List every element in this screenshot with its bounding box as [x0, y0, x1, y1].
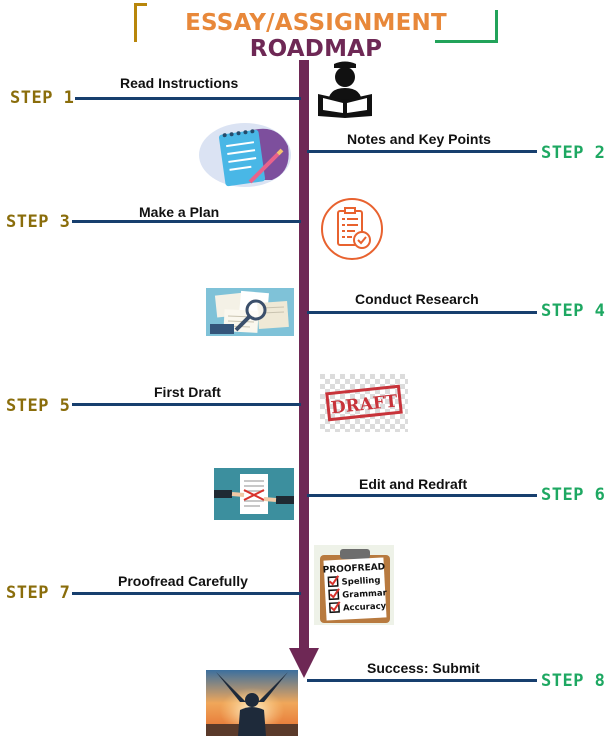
step-7-text: Proofread Carefully — [118, 573, 248, 589]
step-4-label: STEP 4 — [541, 301, 606, 321]
title-part-1: ESSAY/ASSIGNMENT — [185, 10, 447, 36]
proofread-clipboard-icon: PROOFREAD Spelling Grammar Accuracy — [314, 545, 394, 625]
title-part-2: ROADMAP — [249, 36, 383, 62]
step-3-label: STEP 3 — [6, 212, 71, 232]
step-7-connector — [72, 592, 301, 595]
step-1-connector — [75, 97, 301, 100]
step-2-connector — [307, 150, 537, 153]
step-3-connector — [72, 220, 301, 223]
step-6-label: STEP 6 — [541, 485, 606, 505]
draft-stamp-icon: DRAFT — [320, 374, 408, 432]
title-bracket-left — [134, 3, 147, 42]
success-person-icon — [206, 670, 298, 736]
proofread-item-2: Grammar — [342, 588, 388, 600]
step-3-text: Make a Plan — [139, 204, 220, 220]
step-8-label: STEP 8 — [541, 671, 606, 691]
step-1-text: Read Instructions — [120, 75, 239, 91]
step-6-connector — [307, 494, 537, 497]
step-5-label: STEP 5 — [6, 396, 71, 416]
proofread-item-3: Accuracy — [343, 601, 387, 613]
edit-document-icon — [214, 468, 294, 520]
step-5-text: First Draft — [154, 384, 221, 400]
proofread-heading: PROOFREAD — [322, 562, 385, 575]
title-frame: ESSAY/ASSIGNMENT ROADMAP — [134, 3, 498, 62]
step-4-connector — [307, 311, 537, 314]
step-2-text: Notes and Key Points — [347, 131, 491, 147]
timeline-bar — [299, 60, 309, 652]
page-title: ESSAY/ASSIGNMENT ROADMAP — [134, 10, 498, 62]
title-bracket-right — [435, 10, 498, 43]
step-1-label: STEP 1 — [10, 88, 75, 108]
step-8-text: Success: Submit — [367, 660, 480, 676]
proofread-item-1: Spelling — [341, 576, 380, 588]
step-8-connector — [307, 679, 537, 682]
step-7-label: STEP 7 — [6, 583, 71, 603]
step-5-connector — [72, 403, 301, 406]
step-2-label: STEP 2 — [541, 143, 606, 163]
step-4-text: Conduct Research — [355, 291, 479, 307]
checklist-icon — [319, 196, 385, 262]
step-6-text: Edit and Redraft — [359, 476, 468, 492]
reader-icon — [316, 60, 374, 118]
notepad-icon — [198, 122, 292, 188]
magnifier-papers-icon — [206, 288, 294, 336]
